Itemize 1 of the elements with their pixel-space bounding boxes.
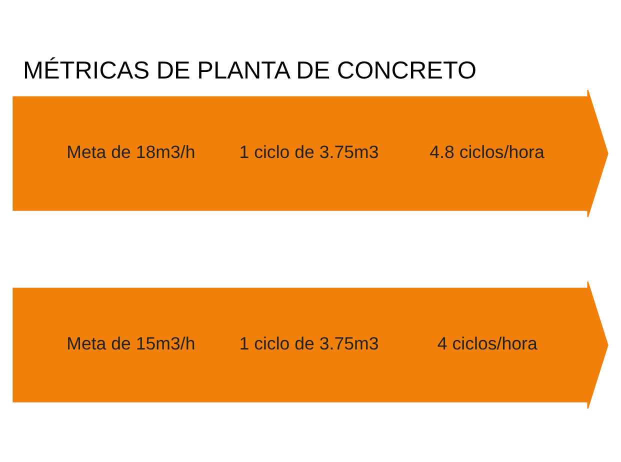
- diagram-title: MÉTRICAS DE PLANTA DE CONCRETO: [23, 57, 477, 84]
